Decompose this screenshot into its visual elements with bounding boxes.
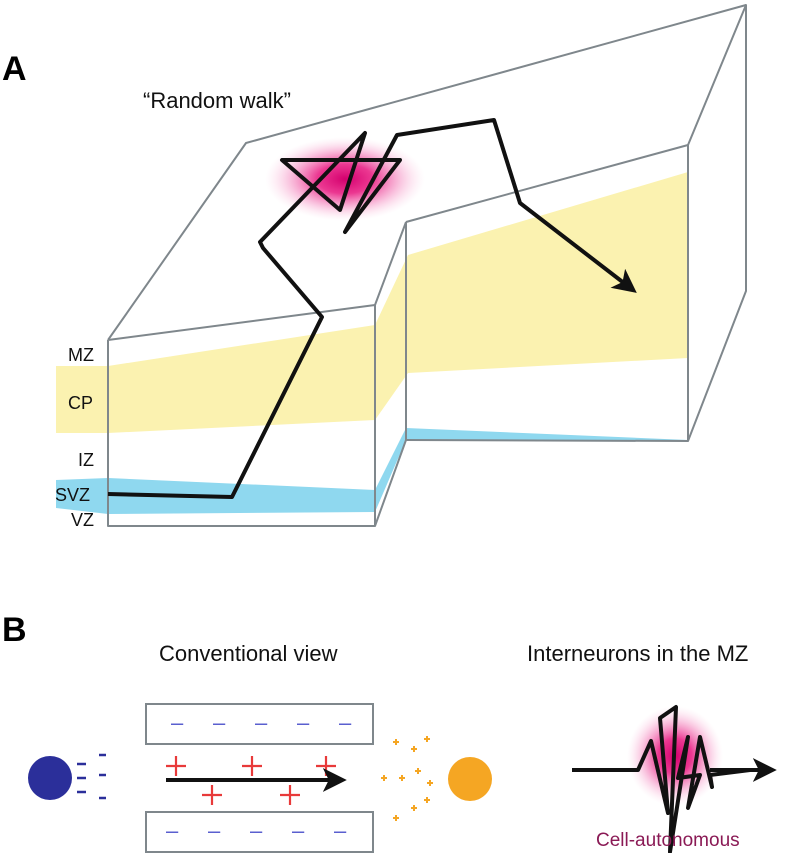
panel-a-letter: A	[2, 50, 27, 88]
conventional-view-title: Conventional view	[159, 641, 338, 666]
panel-b-letter: B	[2, 611, 27, 649]
random-walk-title: “Random walk”	[143, 88, 291, 113]
bottom-charge-4: –	[292, 818, 305, 843]
cell-autonomous-path	[572, 705, 751, 853]
plus-5	[280, 785, 300, 805]
positive-plus-dots	[381, 736, 433, 821]
positive-pole	[448, 757, 492, 801]
zone-labels: MZ CP IZ SVZ VZ	[55, 345, 94, 530]
negative-pole	[28, 756, 72, 800]
cortex-layers	[56, 172, 688, 514]
zone-label-iz: IZ	[78, 450, 94, 470]
bottom-charge-2: –	[208, 818, 221, 843]
plus-1	[166, 756, 186, 776]
zone-label-mz: MZ	[68, 345, 94, 365]
cortex-box-outline	[107, 4, 747, 527]
zone-label-vz: VZ	[71, 510, 94, 530]
random-walk-path	[107, 118, 637, 499]
bottom-bar	[145, 811, 374, 853]
negative-dashes	[77, 753, 106, 800]
bottom-bar-charges: – – – – –	[166, 818, 347, 843]
interneurons-mz-title: Interneurons in the MZ	[527, 641, 748, 666]
bottom-charge-1: –	[166, 818, 179, 843]
zone-label-svz: SVZ	[55, 485, 90, 505]
top-charge-1: –	[171, 710, 184, 735]
bottom-charge-3: –	[250, 818, 263, 843]
cell-autonomous-label: Cell-autonomous	[596, 830, 740, 851]
top-charge-2: –	[213, 710, 226, 735]
plus-2	[242, 756, 262, 776]
top-charge-4: –	[297, 710, 310, 735]
zone-label-cp: CP	[68, 393, 93, 413]
random-walk-glow	[265, 137, 425, 221]
top-charge-5: –	[339, 710, 352, 735]
plus-3	[316, 756, 336, 776]
cp-band	[56, 172, 688, 433]
top-charge-3: –	[255, 710, 268, 735]
plus-4	[202, 785, 222, 805]
top-bar-charges: – – – – –	[171, 710, 352, 735]
top-bar	[145, 703, 374, 745]
bottom-charge-5: –	[334, 818, 347, 843]
